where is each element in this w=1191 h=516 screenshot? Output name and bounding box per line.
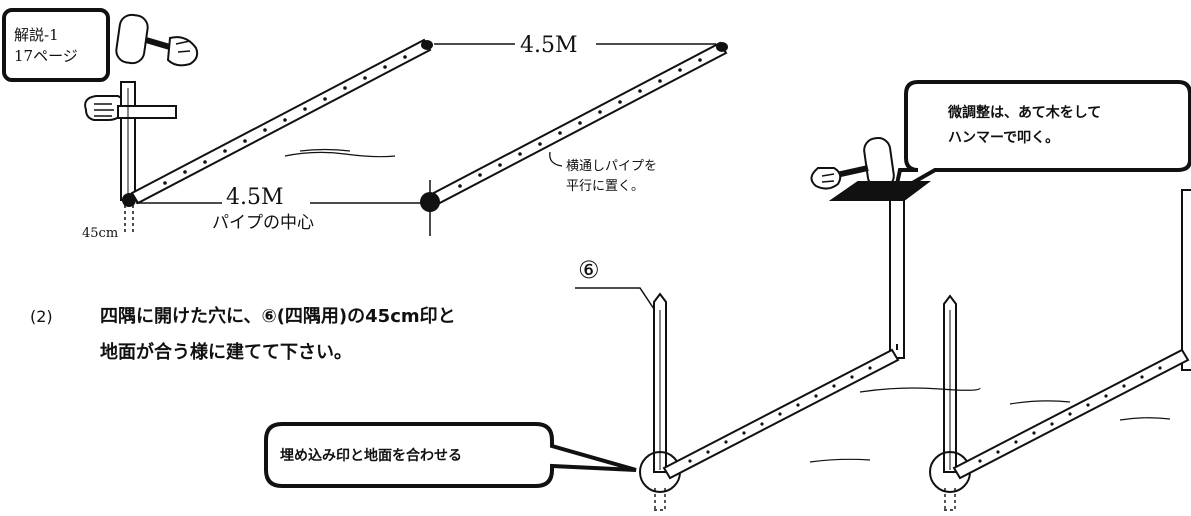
diagonal-pipe-bottom-right bbox=[952, 348, 1190, 480]
adjust-callout-line-2: ハンマーで叩く。 bbox=[948, 130, 1059, 146]
dimension-bottom: 4.5M パイプの中心 bbox=[136, 185, 422, 233]
align-callout: 埋め込み印と地面を合わせる bbox=[264, 422, 637, 488]
diagonal-pipe-left bbox=[130, 38, 433, 205]
corner-post-middle bbox=[929, 294, 971, 511]
pipe-annotation: 横通しパイプを 平行に置く。 bbox=[549, 151, 657, 194]
vertical-pole-left bbox=[117, 81, 177, 232]
step-instruction: (2) 四隅に開けた穴に、⑥(四隅用)の45cm印と 地面が合う様に建てて下さい… bbox=[30, 305, 456, 363]
step-line-2: 地面が合う様に建てて下さい。 bbox=[100, 341, 352, 363]
ground-line-bottom bbox=[809, 387, 1171, 463]
step-number: (2) bbox=[30, 307, 53, 326]
reference-line-2: 17ページ bbox=[14, 47, 78, 65]
align-callout-text: 埋め込み印と地面を合わせる bbox=[280, 447, 462, 464]
depth-label: 45cm bbox=[82, 226, 118, 241]
dimension-top-label: 4.5M bbox=[520, 33, 578, 58]
ground-line bbox=[284, 148, 396, 158]
pipe-annotation-line-1: 横通しパイプを bbox=[566, 159, 657, 174]
diagonal-pipe-bottom-left bbox=[662, 348, 900, 480]
reference-callout: 解説-1 17ページ bbox=[2, 8, 110, 82]
diagonal-pipe-right bbox=[420, 41, 728, 236]
dimension-bottom-label: 4.5M bbox=[226, 185, 284, 210]
vertical-pole-tall bbox=[889, 199, 905, 359]
part-marker-label: ⑥ bbox=[578, 256, 600, 284]
adjust-callout-line-1: 微調整は、あて木をして bbox=[947, 104, 1101, 121]
step-line-1: 四隅に開けた穴に、⑥(四隅用)の45cm印と bbox=[100, 305, 456, 327]
vertical-pole-far-right bbox=[1181, 189, 1191, 371]
hammer-icon bbox=[115, 13, 199, 67]
corner-post-left bbox=[639, 292, 681, 511]
dimension-top: 4.5M bbox=[434, 33, 716, 58]
pipe-annotation-line-2: 平行に置く。 bbox=[566, 179, 644, 194]
dimension-bottom-note: パイプの中心 bbox=[212, 213, 314, 233]
part-marker: ⑥ bbox=[575, 256, 661, 319]
adjust-callout: 微調整は、あて木をして ハンマーで叩く。 bbox=[892, 80, 1191, 197]
reference-line-1: 解説-1 bbox=[14, 26, 59, 44]
hammer-icon-right bbox=[810, 136, 931, 201]
